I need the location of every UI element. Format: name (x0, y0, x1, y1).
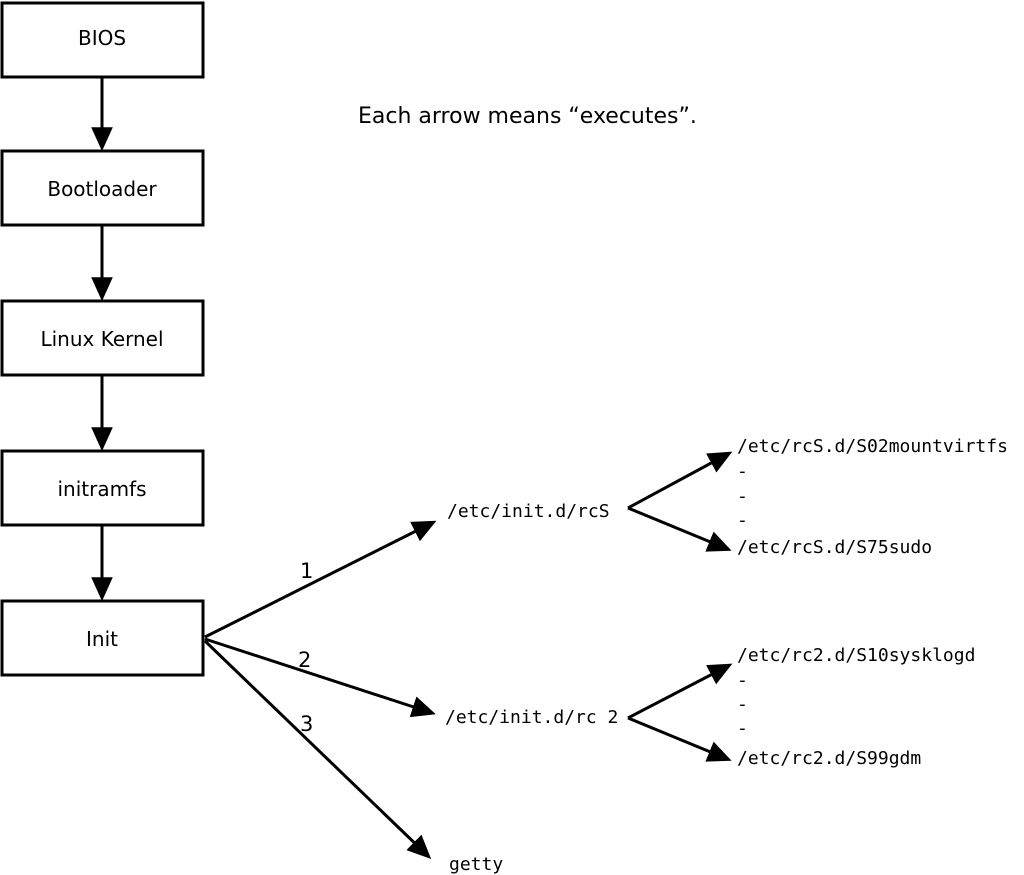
arrow-rcS-to-last-script (627, 506, 732, 552)
box-initramfs-label: initramfs (57, 477, 146, 501)
rcS-ellipsis-dash-2: - (737, 486, 748, 507)
rcS-child-last: /etc/rcS.d/S75sudo (737, 537, 932, 558)
arrow-rc2-to-first-script (627, 663, 733, 720)
target-rc2-script: /etc/init.d/rc 2 (445, 707, 618, 728)
rc2-child-last: /etc/rc2.d/S99gdm (737, 748, 921, 769)
box-bootloader-label: Bootloader (47, 177, 157, 201)
arrow-rcS-to-first-script (627, 451, 733, 510)
box-bios-rect (0, 1, 205, 79)
box-bios: BIOS (0, 1, 205, 79)
box-init-rect (0, 599, 205, 677)
edge-label-3: 3 (300, 712, 313, 736)
rcS-ellipsis-dash-1: - (737, 461, 748, 482)
box-init: Init (0, 599, 205, 677)
target-rcS-script: /etc/init.d/rcS (447, 501, 610, 522)
box-bootloader-rect (0, 149, 205, 227)
box-init-label: Init (86, 627, 118, 651)
box-initramfs: initramfs (0, 449, 205, 527)
arrow-init-to-rcS (204, 520, 437, 639)
rc2-ellipsis-dash-2: - (737, 694, 748, 715)
box-linux-kernel: Linux Kernel (0, 299, 205, 377)
arrow-init-to-getty (203, 639, 432, 859)
box-bios-label: BIOS (78, 26, 126, 50)
rcS-child-first: /etc/rcS.d/S02mountvirtfs (737, 436, 1008, 457)
edge-label-1: 1 (300, 559, 313, 583)
edge-label-2: 2 (298, 648, 311, 672)
rc2-ellipsis-dash-3: - (737, 718, 748, 739)
box-bootloader: Bootloader (0, 149, 205, 227)
box-linux-kernel-label: Linux Kernel (40, 327, 163, 351)
arrow-rc2-to-last-script (627, 716, 732, 762)
box-initramfs-rect (0, 449, 205, 527)
rc2-ellipsis-dash-1: - (737, 670, 748, 691)
note-arrow-meaning: Each arrow means “executes”. (358, 104, 697, 129)
arrow-init-to-rc2 (204, 637, 436, 718)
target-getty: getty (449, 854, 503, 875)
rcS-ellipsis-dash-3: - (737, 510, 748, 531)
rc2-child-first: /etc/rc2.d/S10sysklogd (737, 645, 975, 666)
